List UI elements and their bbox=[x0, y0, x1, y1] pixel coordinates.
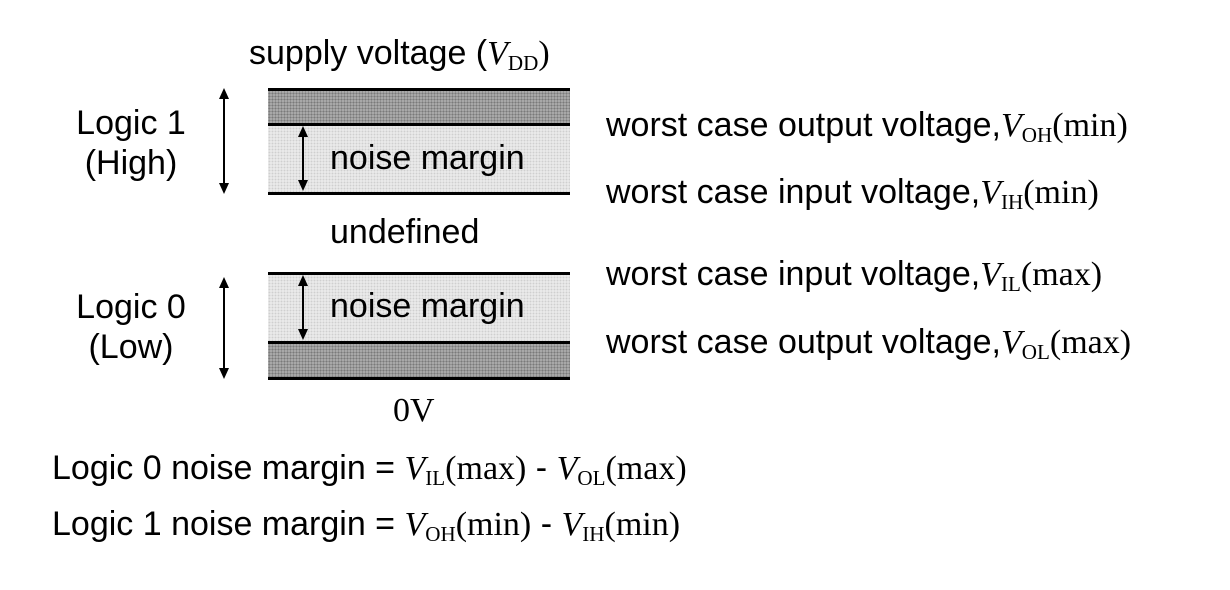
voh-var: V bbox=[1001, 107, 1022, 144]
undefined-label: undefined bbox=[330, 213, 480, 251]
formula1-a-var: V bbox=[404, 506, 426, 543]
logic1-noise-band bbox=[268, 124, 570, 193]
logic0-arrow-head-up bbox=[219, 277, 229, 288]
vdd-line bbox=[268, 88, 570, 91]
logic0-line2: (Low) bbox=[88, 328, 174, 366]
vol-line bbox=[268, 341, 570, 344]
logic0-line1: Logic 0 bbox=[76, 288, 186, 326]
vih-tail: (min) bbox=[1023, 174, 1099, 211]
formula1-b-var: V bbox=[561, 506, 583, 543]
logic1-margin-head-up bbox=[298, 126, 308, 137]
formula0-b-sub: OL bbox=[577, 465, 606, 490]
vil-line bbox=[268, 272, 570, 275]
formula0-minus: - bbox=[526, 449, 557, 487]
supply-voltage-text: supply voltage ( bbox=[249, 34, 488, 72]
logic0-margin-head-down bbox=[298, 329, 308, 340]
logic0-noise-margin-label: noise margin bbox=[330, 287, 525, 325]
voh-label: worst case output voltage,VOH(min) bbox=[606, 108, 1128, 146]
vol-text: worst case output voltage, bbox=[606, 323, 1002, 361]
logic0-ground-band bbox=[268, 342, 570, 378]
vol-sub: OL bbox=[1021, 339, 1050, 364]
vol-var: V bbox=[1001, 324, 1022, 361]
supply-voltage-var: V bbox=[487, 35, 508, 72]
voh-line bbox=[268, 123, 570, 126]
vih-label: worst case input voltage,VIH(min) bbox=[606, 175, 1099, 213]
logic1-arrow-head-down bbox=[219, 183, 229, 194]
logic1-line1: Logic 1 bbox=[76, 104, 186, 142]
supply-voltage-label: supply voltage (VDD) bbox=[249, 36, 550, 74]
formula0-lhs: Logic 0 noise margin = bbox=[52, 449, 405, 487]
supply-voltage-sub: DD bbox=[507, 50, 539, 75]
vil-tail: (max) bbox=[1020, 256, 1103, 293]
formula1-lhs: Logic 1 noise margin = bbox=[52, 505, 405, 543]
vol-label: worst case output voltage,VOL(max) bbox=[606, 325, 1131, 363]
formula0-b-var: V bbox=[556, 450, 578, 487]
logic0-label: Logic 0 (Low) bbox=[69, 287, 193, 367]
logic1-margin-head-down bbox=[298, 180, 308, 191]
vil-text: worst case input voltage, bbox=[606, 255, 981, 293]
vih-var: V bbox=[980, 174, 1001, 211]
logic1-label: Logic 1 (High) bbox=[69, 103, 193, 183]
logic1-arrow-head-up bbox=[219, 88, 229, 99]
logic0-noise-band bbox=[268, 273, 570, 342]
formula0-a-var: V bbox=[404, 450, 426, 487]
vil-label: worst case input voltage,VIL(max) bbox=[606, 257, 1102, 295]
formula0-b-tail: (max) bbox=[605, 450, 687, 487]
logic1-supply-band bbox=[268, 89, 570, 124]
formula1-minus: - bbox=[531, 505, 562, 543]
vil-var: V bbox=[980, 256, 1001, 293]
formula0-a-tail: (max) bbox=[445, 450, 527, 487]
formula1-a-sub: OH bbox=[425, 521, 456, 546]
logic0-arrow-head-down bbox=[219, 368, 229, 379]
formula1-b-tail: (min) bbox=[604, 506, 681, 543]
formula0-a-sub: IL bbox=[425, 465, 446, 490]
logic0-noise-margin-formula: Logic 0 noise margin = VIL(max) - VOL(ma… bbox=[52, 451, 687, 489]
formula1-b-sub: IH bbox=[582, 521, 605, 546]
supply-voltage-close: ) bbox=[538, 35, 550, 72]
vol-tail: (max) bbox=[1049, 324, 1132, 361]
vih-text: worst case input voltage, bbox=[606, 173, 981, 211]
logic1-line2: (High) bbox=[84, 144, 178, 182]
formula1-a-tail: (min) bbox=[455, 506, 532, 543]
logic0-margin-head-up bbox=[298, 275, 308, 286]
voh-tail: (min) bbox=[1052, 107, 1128, 144]
vih-sub: IH bbox=[1000, 189, 1024, 214]
vih-line bbox=[268, 192, 570, 195]
ground-line bbox=[268, 377, 570, 380]
logic1-noise-margin-label: noise margin bbox=[330, 139, 525, 177]
ground-label: 0V bbox=[393, 392, 435, 429]
voh-sub: OH bbox=[1021, 122, 1053, 147]
vil-sub: IL bbox=[1000, 271, 1021, 296]
logic1-noise-margin-formula: Logic 1 noise margin = VOH(min) - VIH(mi… bbox=[52, 507, 680, 545]
voh-text: worst case output voltage, bbox=[606, 106, 1002, 144]
